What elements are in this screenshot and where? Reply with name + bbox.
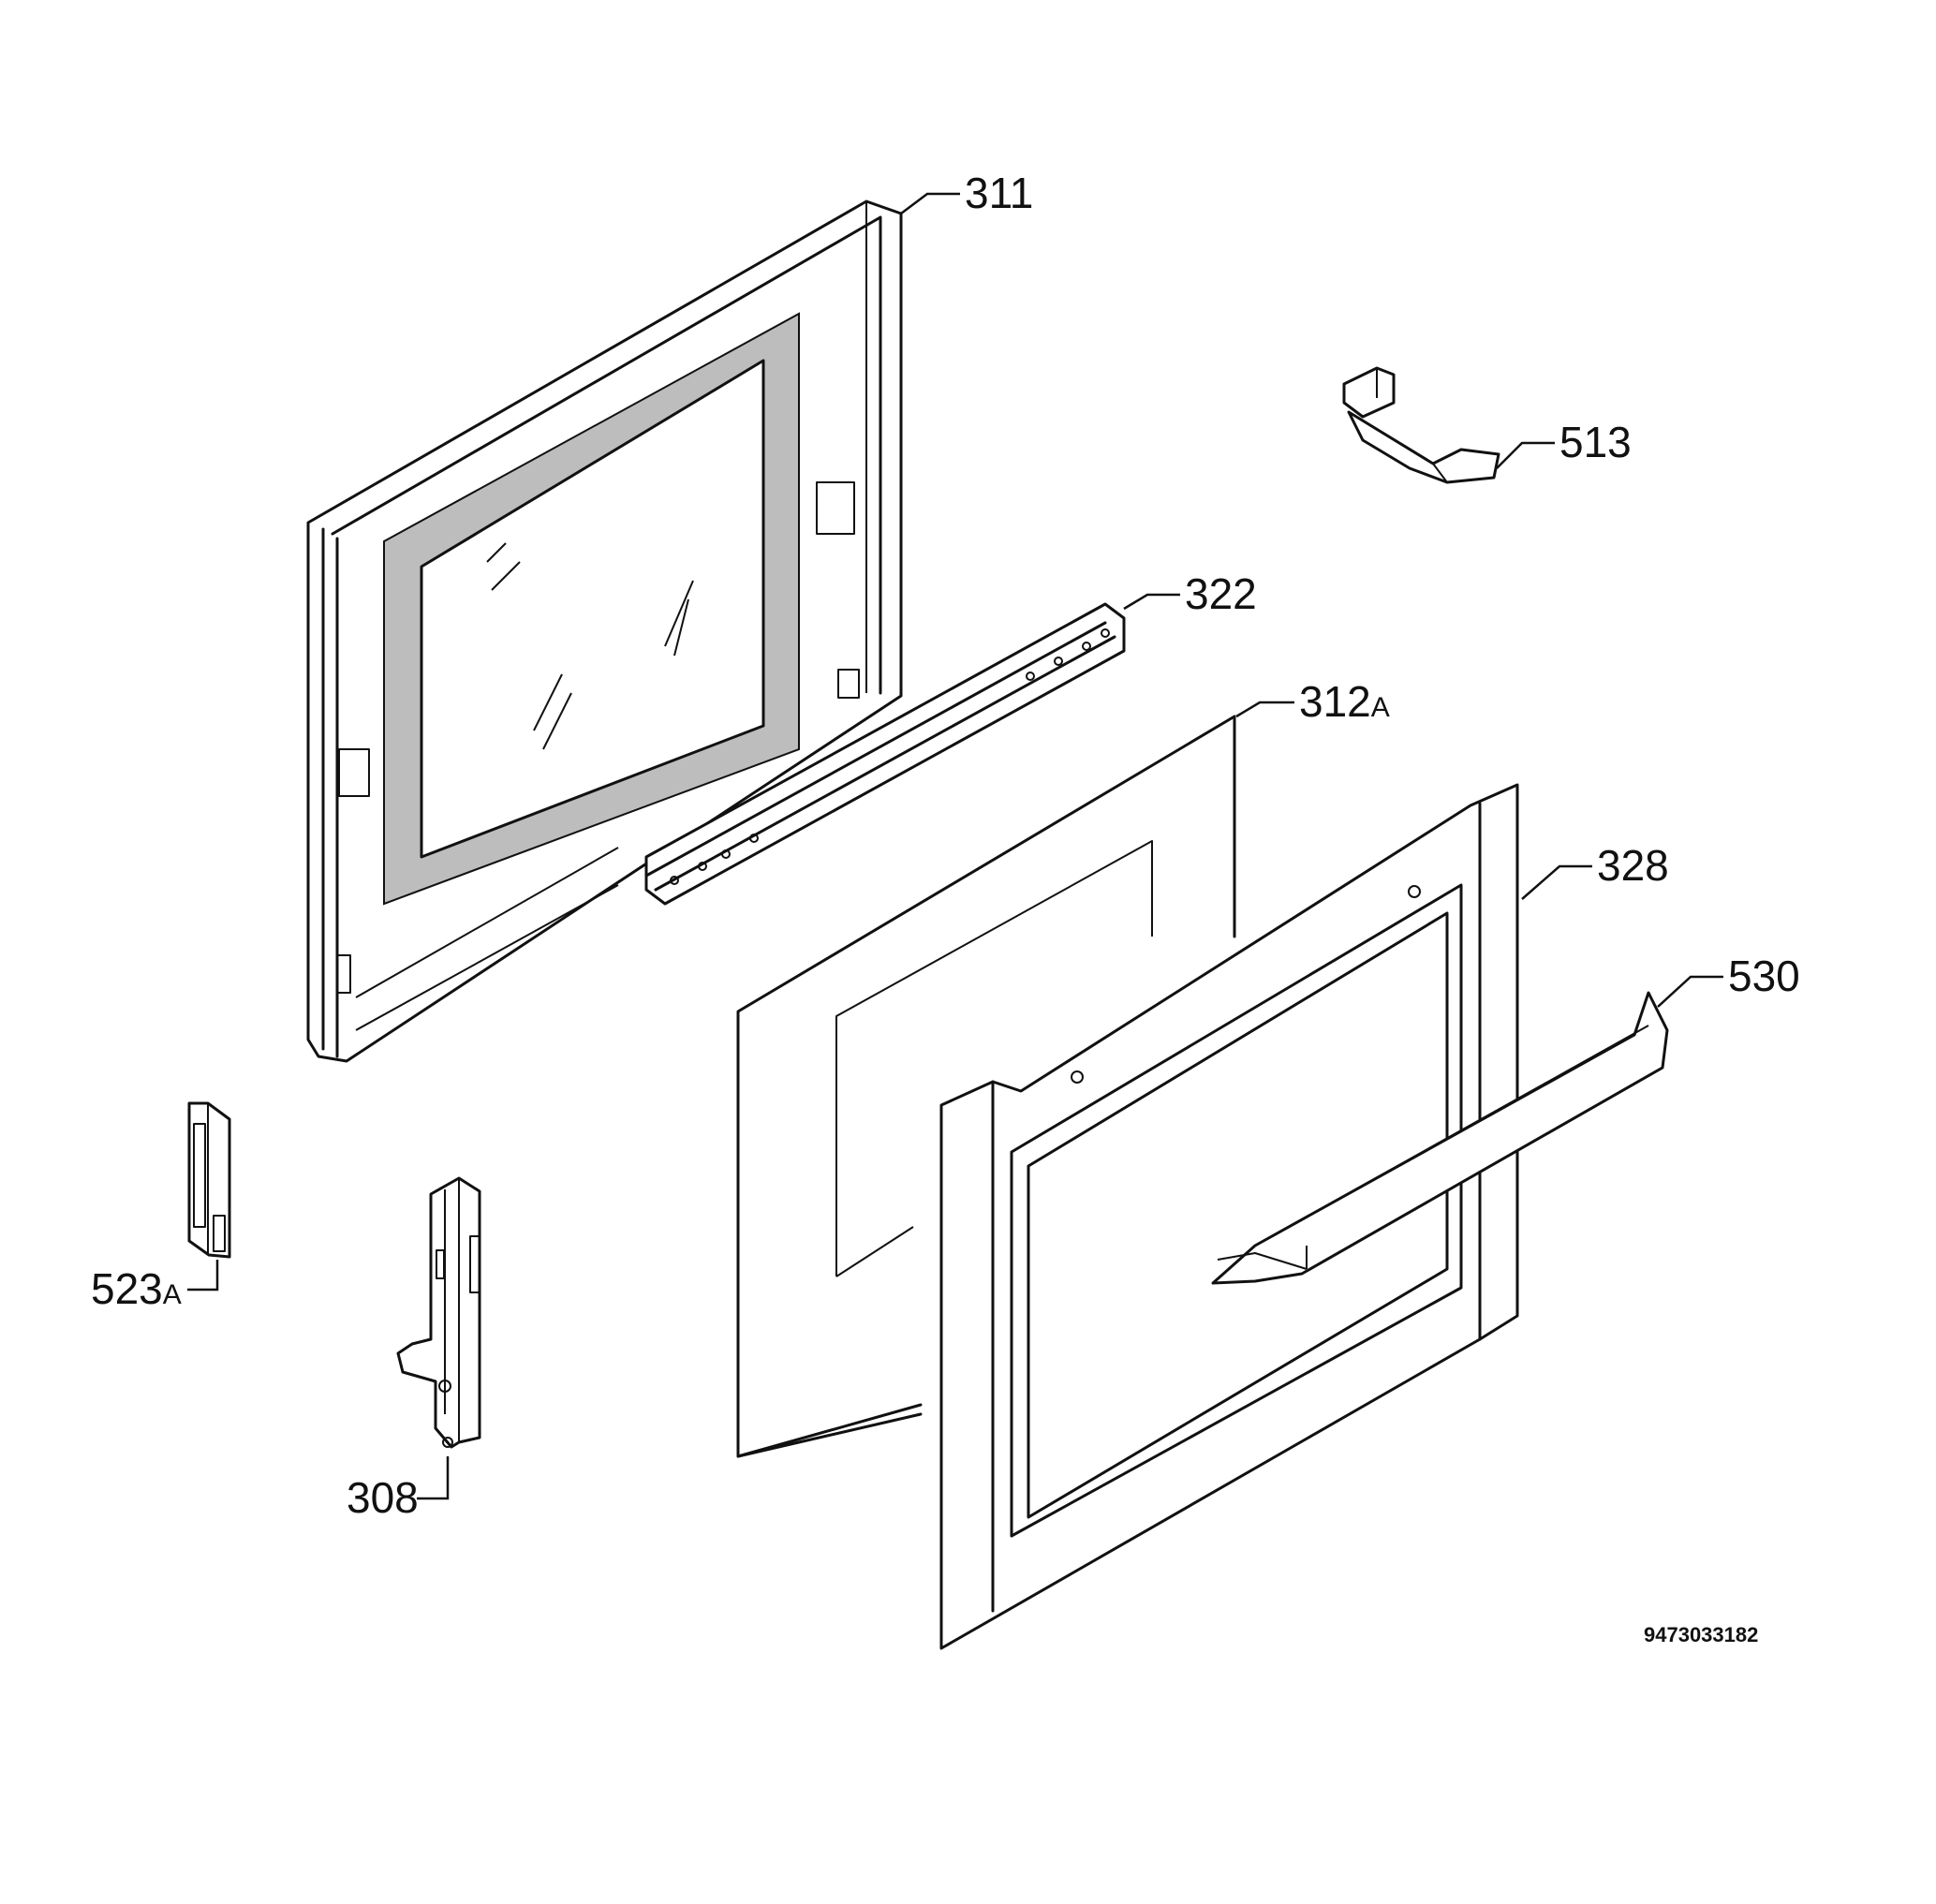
part-328-outer-door-frame [939,783,1519,1650]
label-328: 328 [1597,841,1669,890]
part-311-inner-door-panel [306,199,903,1063]
leader-312a [1235,701,1294,718]
part-308-hinge [396,1176,481,1449]
label-311: 311 [965,169,1033,217]
leader-311 [900,192,960,214]
label-530: 530 [1728,952,1800,1000]
leader-322 [1123,593,1180,611]
part-530-handle [1211,991,1669,1285]
label-312a: 312A [1299,677,1390,726]
part-322-rail [644,602,1126,906]
part-523a-hinge-cover [187,1101,231,1259]
label-322: 322 [1185,569,1257,618]
part-312a-glass-pane [736,715,1236,1458]
leader-513 [1496,441,1555,469]
part-513-clip [1342,366,1500,484]
label-523a: 523A [91,1264,182,1313]
leader-328 [1521,864,1592,900]
label-308: 308 [347,1473,419,1522]
leader-530 [1657,975,1723,1008]
leader-523a [187,1260,219,1291]
label-513: 513 [1559,418,1632,466]
leader-308 [417,1456,450,1500]
drawing-code: 9473033182 [1644,1623,1758,1646]
